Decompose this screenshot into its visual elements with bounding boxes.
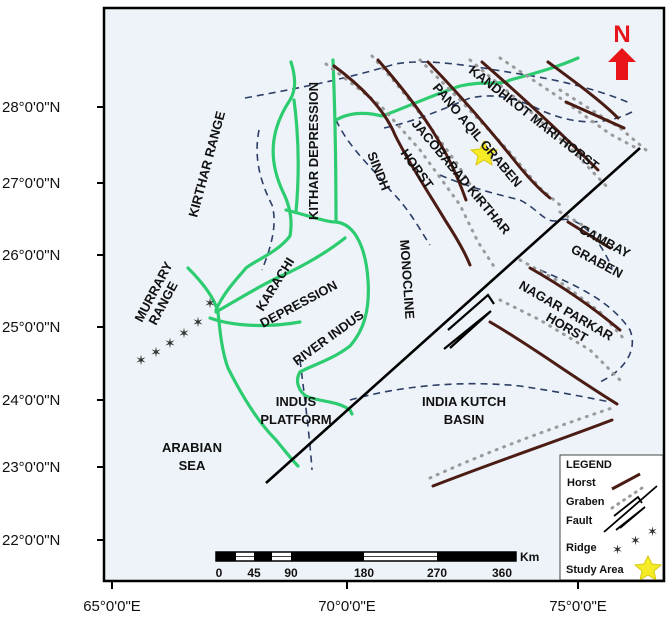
graben-dots-7: [518, 258, 627, 342]
graben-dots-4: [468, 58, 612, 192]
graben-dots-2: [370, 54, 482, 202]
north-arrow-icon: [608, 48, 636, 80]
river-main-north: [331, 58, 338, 224]
scale-unit: Km: [520, 550, 539, 564]
longitude-axis: [111, 581, 579, 589]
outline-kutch: [349, 382, 611, 403]
legend-study-area-star: [633, 554, 663, 582]
fault-arrow-upper: [447, 293, 495, 331]
river-west-branch: [214, 60, 297, 312]
horst-faults: [332, 58, 626, 488]
river-karachi-lower: [208, 316, 302, 328]
lat-label-28: 28°0'0"N: [2, 99, 60, 116]
outline-kirthar-west: [256, 129, 275, 271]
legend-ridge-symbol: ✶ ✶ ✶: [612, 524, 658, 557]
legend-box: [559, 454, 664, 581]
river-main-mid: [284, 208, 370, 374]
study-area-star: [469, 139, 499, 167]
north-label: N: [613, 21, 630, 48]
graben-dots-5: [498, 56, 642, 152]
scale-label-270: 270: [427, 566, 447, 580]
legend-horst-symbol: [611, 472, 641, 491]
horst-line-9: [488, 320, 619, 406]
outline-sindh: [335, 119, 431, 246]
legend-horst: Horst: [567, 477, 596, 489]
legend-graben: Graben: [566, 496, 605, 508]
horst-line-2: [376, 58, 468, 202]
horst-line-1: [332, 64, 472, 267]
river-delta-east: [295, 370, 354, 416]
legend-fault: Fault: [566, 515, 593, 527]
label-platform: PLATFORM: [260, 412, 331, 427]
outline-graben-mid: [439, 174, 613, 269]
ridge-star: ✶: [192, 314, 204, 330]
lon-label-65: 65°0'0"E: [83, 598, 141, 615]
lat-label-26: 26°0'0"N: [2, 247, 60, 264]
scale-label-0: 0: [216, 566, 223, 580]
graben-dots-6: [558, 88, 648, 152]
scale-label-90: 90: [284, 566, 298, 580]
ridge-star: ✶: [178, 325, 190, 341]
label-arabian: ARABIAN: [162, 440, 222, 455]
scale-label-180: 180: [354, 566, 374, 580]
horst-line-4: [480, 60, 600, 172]
outline-north: [244, 61, 633, 105]
label-indus: INDUS: [276, 394, 317, 409]
scale-label-45: 45: [247, 566, 261, 580]
ridge-star: ✶: [135, 352, 147, 368]
svg-text:✶: ✶: [630, 533, 641, 548]
ridge-star: ✶: [164, 335, 176, 351]
lon-label-70: 70°0'0"E: [318, 598, 376, 615]
label-kithar-depression: KITHAR DEPRESSION: [306, 82, 321, 220]
legend-fault-symbol: [603, 485, 658, 533]
outline-cambay: [539, 269, 634, 383]
lat-label-22: 22°0'0"N: [2, 532, 60, 549]
scale-bar: Km 0 45 90 180 270 360: [215, 550, 539, 580]
horst-line-3: [426, 60, 552, 200]
river-depression-loop: [292, 98, 300, 214]
fault-offset-arrows: [443, 293, 495, 350]
lat-label-23: 23°0'0"N: [2, 459, 60, 476]
lat-label-25: 25°0'0"N: [2, 319, 60, 336]
graben-dots-9: [428, 406, 614, 480]
graben-dots-8: [498, 298, 622, 382]
horst-line-10: [431, 418, 614, 488]
lat-label-24: 24°0'0"N: [2, 392, 60, 409]
svg-text:✶: ✶: [612, 542, 623, 557]
river-delta-west: [186, 266, 300, 468]
legend-title: LEGEND: [566, 459, 612, 471]
label-basin: BASIN: [444, 412, 484, 427]
ridge-star: ✶: [204, 295, 216, 311]
main-fault-line: [265, 147, 641, 484]
horst-line-5: [546, 60, 620, 120]
label-monocline: MONOCLINE: [397, 239, 418, 320]
horst-line-6: [564, 100, 626, 130]
map-frame: [102, 6, 666, 583]
legend: LEGEND Horst Graben Fault Ridge ✶ ✶ ✶ St…: [559, 454, 664, 582]
legend-ridge: Ridge: [566, 542, 597, 554]
legend-graben-symbol: [610, 486, 644, 510]
scale-label-360: 360: [492, 566, 512, 580]
lat-label-27: 27°0'0"N: [2, 175, 60, 192]
svg-text:✶: ✶: [647, 524, 658, 539]
river-karachi-upper: [214, 236, 347, 314]
ridge-star: ✶: [150, 344, 162, 360]
label-india-kutch: INDIA KUTCH: [422, 394, 506, 409]
indus-river-network: [186, 56, 580, 468]
river-northeast: [334, 56, 580, 122]
ridge-markers: ✶ ✶ ✶ ✶ ✶ ✶: [135, 295, 216, 368]
horst-line-8: [528, 266, 622, 332]
lon-label-75: 75°0'0"E: [549, 598, 607, 615]
label-sea: SEA: [179, 458, 206, 473]
horst-line-7: [566, 220, 612, 250]
legend-study-area: Study Area: [566, 564, 625, 576]
fault-arrow-lower: [443, 310, 492, 350]
north-arrow: N: [608, 21, 636, 80]
